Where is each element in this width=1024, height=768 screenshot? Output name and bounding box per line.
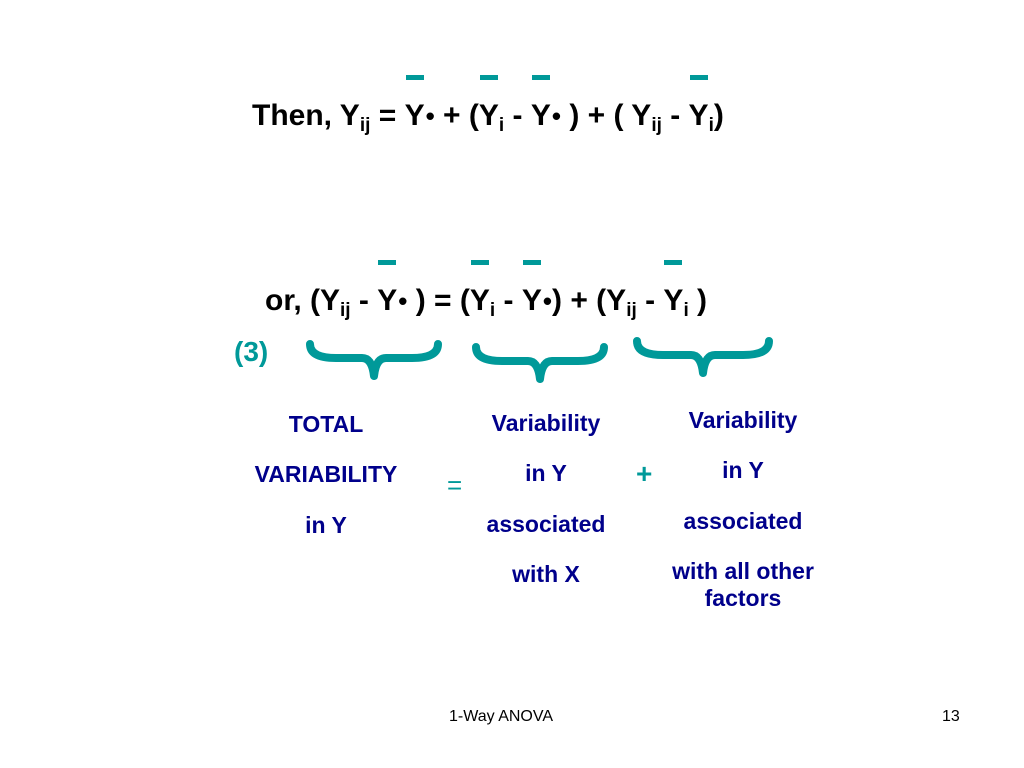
- label-total-variability: TOTAL VARIABILITY in Y: [226, 411, 426, 538]
- eq1-ybar-i-2: Y: [688, 75, 709, 132]
- eq2-ybar-i: Y: [469, 260, 490, 317]
- eq2-y-2: Y: [606, 284, 627, 317]
- brace-other: [633, 337, 773, 377]
- label-total-line-3: in Y: [305, 511, 347, 538]
- eq2-minus: -: [350, 284, 378, 317]
- plus-sign: +: [636, 458, 653, 489]
- eq1-close: ): [713, 99, 724, 132]
- eq2-sub-i-2: i: [683, 300, 689, 321]
- eq1-sub-i-2: i: [708, 115, 714, 136]
- label-variability-other: Variability in Y associated with all oth…: [648, 407, 838, 611]
- eq2-ybar-dot: Y: [377, 260, 398, 317]
- label-x-line-3: associated: [486, 510, 606, 537]
- label-total-line-2: VARIABILITY: [254, 461, 398, 488]
- eq1-y-2: Y: [631, 99, 652, 132]
- footer-title: 1-Way ANOVA: [449, 708, 554, 725]
- eq1-y: Y: [339, 99, 360, 132]
- label-other-line-1: Variability: [688, 407, 798, 433]
- eq1-ybar-letter: Y: [404, 99, 425, 132]
- eq1-minus: -: [504, 99, 531, 132]
- label-other-line-3: associated: [683, 507, 803, 534]
- eq2-minus-2: -: [495, 284, 522, 317]
- eq1-ybar-dot: Y: [404, 75, 425, 132]
- label-other-line-4: with all other factors: [672, 558, 814, 611]
- eq2-dot: •: [398, 286, 408, 316]
- eq2-minus-3: -: [636, 284, 664, 317]
- brace-x: [472, 343, 608, 383]
- eq2-ybar-i-letter: Y: [469, 284, 490, 317]
- eq2-close-eq-open: ) = (: [407, 284, 470, 317]
- eq2-y: Y: [320, 284, 341, 317]
- eq2-ybar-letter-2: Y: [521, 284, 542, 317]
- eq2-ybar-letter: Y: [377, 284, 398, 317]
- eq2-close-plus-open: ) + (: [552, 284, 607, 317]
- eq1-sub-ij-2: ij: [651, 115, 662, 136]
- label-variability-x: Variability in Y associated with X: [456, 410, 636, 588]
- eq1-ybar-letter-2: Y: [530, 99, 551, 132]
- label-x-line-1: Variability: [491, 410, 601, 436]
- eq1-ybar-i-letter: Y: [478, 99, 499, 132]
- label-total-line-1: TOTAL: [288, 411, 364, 437]
- label-x-line-4: with X: [512, 561, 580, 588]
- eq2-ybar-i-2: Y: [663, 260, 684, 317]
- eq2-ybar-i-letter-2: Y: [663, 284, 684, 317]
- eq2-sub-ij: ij: [340, 300, 351, 321]
- eq1-minus-2: -: [661, 99, 689, 132]
- eq1-sub-i: i: [498, 115, 505, 136]
- eq1-ybar-dot-2: Y: [530, 75, 551, 132]
- brace-total: [306, 340, 442, 380]
- eq1-sub-ij: ij: [359, 115, 371, 136]
- eq1-dot-2: •: [551, 101, 561, 131]
- label-x-line-2: in Y: [525, 460, 567, 487]
- page-number: 13: [942, 708, 960, 725]
- eq2-or-text: or, (: [265, 284, 321, 317]
- eq1-plus-open: + (: [434, 99, 479, 132]
- eq2-sub-i: i: [489, 300, 496, 321]
- eq2-ybar-dot-2: Y: [521, 260, 542, 317]
- eq1-then-text: Then,: [252, 99, 340, 132]
- equals-sign: =: [447, 470, 463, 500]
- eq2-close: ): [688, 284, 708, 317]
- eq1-ybar-i-letter-2: Y: [688, 99, 709, 132]
- eq1-equals: =: [370, 99, 405, 132]
- label-other-line-2: in Y: [722, 457, 764, 484]
- equation-2: or, (Yij - Y• ) = (Yi - Y•) + (Yij - Yi …: [265, 260, 708, 321]
- equation-1: Then, Yij = Y• + (Yi - Y• ) + ( Yij - Yi…: [252, 75, 724, 136]
- eq1-dot: •: [425, 101, 435, 131]
- equation-number: (3): [234, 336, 269, 367]
- eq1-close-plus-open: ) + (: [560, 99, 632, 132]
- eq1-ybar-i: Y: [478, 75, 499, 132]
- eq2-sub-ij-2: ij: [626, 300, 637, 321]
- eq2-dot-2: •: [542, 286, 552, 316]
